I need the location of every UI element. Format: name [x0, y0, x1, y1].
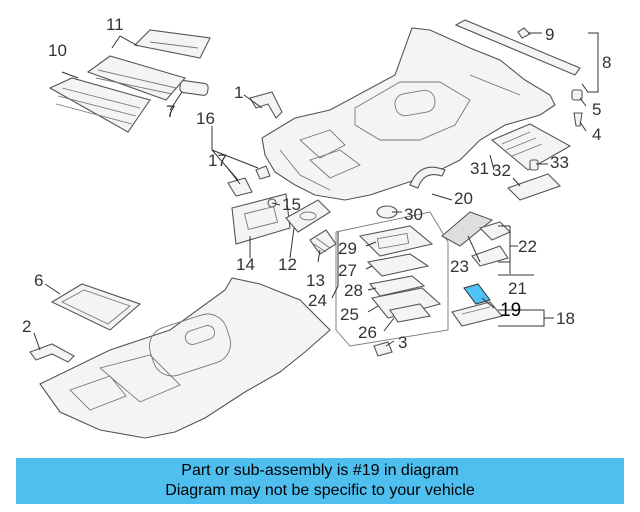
callout-18: 18 [556, 309, 575, 328]
callout-33: 33 [550, 153, 569, 172]
callout-6: 6 [34, 271, 43, 290]
callout-1: 1 [234, 83, 243, 102]
console-25 [371, 287, 442, 319]
console-27 [366, 253, 430, 277]
panel-10 [48, 77, 151, 133]
callout-24: 24 [308, 291, 327, 310]
lens-32 [506, 173, 562, 201]
console-28 [368, 275, 426, 297]
banner-line-part: Part or sub-assembly is #19 in diagram [181, 462, 459, 479]
callout-26: 26 [358, 323, 377, 342]
callout-21: 21 [508, 279, 527, 298]
console-31 [490, 123, 572, 171]
callout-16: 16 [196, 109, 215, 128]
headliner-trim-1 [249, 91, 283, 119]
headliner-upper [261, 27, 556, 201]
vanity-lamp-12 [285, 199, 331, 233]
panel-11-lower [86, 55, 186, 101]
bracket-7 [179, 80, 209, 96]
headliner-lower [39, 277, 331, 439]
grab-handle-20 [409, 166, 446, 189]
callout-31: 31 [470, 159, 489, 178]
sunvisor-14 [231, 193, 291, 245]
callout-15: 15 [282, 195, 301, 214]
callout-25: 25 [340, 305, 359, 324]
callout-4: 4 [592, 125, 601, 144]
callout-20: 20 [454, 189, 473, 208]
lamp-assy-18 [451, 301, 503, 327]
callout-3: 3 [398, 333, 407, 352]
panel-11-upper [133, 29, 211, 59]
callout-17: 17 [208, 151, 227, 170]
callout-30: 30 [404, 205, 423, 224]
callout-28: 28 [344, 281, 363, 300]
callout-13: 13 [306, 271, 325, 290]
console-26 [389, 303, 432, 323]
leader-lines [33, 32, 599, 351]
callout-32: 32 [492, 161, 511, 180]
clip-33 [529, 159, 539, 171]
callout-23: 23 [450, 257, 469, 276]
console-23 [441, 211, 494, 247]
clip-16 [255, 165, 271, 180]
console-29 [358, 225, 434, 257]
callout-27: 27 [338, 261, 357, 280]
clip-9 [517, 27, 531, 39]
headliner-trim-2 [29, 343, 75, 363]
callout-10: 10 [48, 41, 67, 60]
callout-2: 2 [22, 317, 31, 336]
callout-22: 22 [518, 237, 537, 256]
console-frame [335, 211, 449, 347]
clip-5 [571, 89, 583, 101]
callout-12: 12 [278, 255, 297, 274]
callout-5: 5 [592, 100, 601, 119]
callout-14: 14 [236, 255, 255, 274]
info-banner: Part or sub-assembly is #19 in diagram D… [16, 458, 624, 504]
callout-11: 11 [106, 15, 124, 34]
callout-29: 29 [338, 239, 357, 258]
rail-9 [454, 19, 581, 76]
banner-line-disclaimer: Diagram may not be specific to your vehi… [165, 482, 475, 499]
visor-holder-17 [227, 177, 253, 197]
sunroof-glass-6 [50, 283, 142, 331]
lamp-13 [309, 229, 337, 255]
callout-19: 19 [500, 300, 521, 321]
callout-7: 7 [166, 102, 175, 121]
callout-8: 8 [602, 53, 611, 72]
callout-9: 9 [545, 25, 554, 44]
